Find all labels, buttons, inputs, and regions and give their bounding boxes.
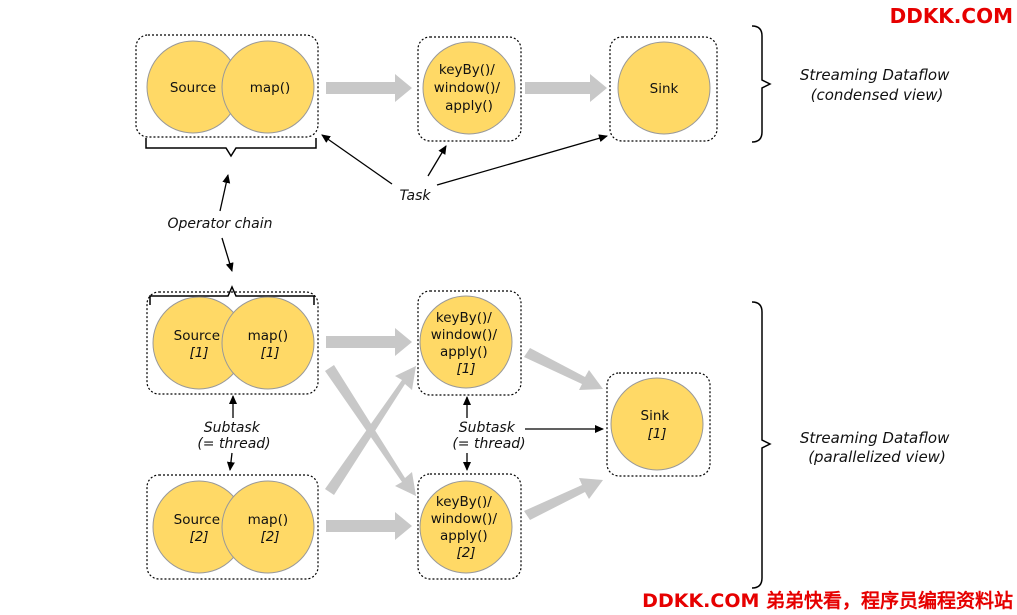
flow-arrow-map1-to-keyby1 [326, 328, 412, 356]
keyby-2-label: keyBy()/ window()/ apply() [2] [431, 494, 502, 561]
parallelized-view-bracket [751, 301, 772, 589]
keyby-2-node [419, 480, 513, 574]
task-box-sink [609, 36, 718, 142]
condensed-view-bracket [751, 25, 772, 143]
operator-chain-pointer-up [219, 174, 231, 212]
watermark-top: DDKK.COM [889, 4, 1013, 28]
annotations: Task Operator chain [167, 134, 608, 272]
source-2-label: Source [2] [174, 512, 225, 545]
task-pointer-3 [436, 134, 608, 186]
subtask-left-pointer-down [226, 452, 235, 471]
subtask-label-middle: Subtask (= thread) [452, 420, 525, 452]
keyby-1-node [419, 295, 513, 389]
flow-arrow-map2-to-keyby2 [326, 512, 412, 540]
map-2-label: map() [2] [248, 512, 293, 545]
condensed-view: Source map() keyBy()/ window()/ apply() … [135, 25, 954, 158]
parallelized-view-label: Streaming Dataflow (parallelized view) [800, 429, 954, 466]
flow-arrow-keyby2-to-sink [524, 478, 603, 520]
sink-node [617, 41, 711, 135]
sink-1-node [610, 377, 704, 471]
subtask-box-sink-1 [606, 372, 711, 477]
map-1-label: map() [1] [248, 328, 293, 361]
subtask-box-source-map-1 [146, 291, 319, 395]
operator-chain-pointer-down [221, 237, 234, 272]
keyby-1-label: keyBy()/ window()/ apply() [1] [431, 310, 502, 377]
map-2-node [221, 480, 315, 574]
map-1-node [221, 296, 315, 390]
keyby-node [422, 41, 516, 135]
subtask-box-source-map-2 [146, 474, 319, 580]
flow-arrow-map2-to-keyby1 [325, 366, 416, 495]
sink-label: Sink [650, 81, 679, 97]
flow-arrow-keyby-to-sink [525, 74, 607, 102]
watermark-bottom: DDKK.COM 弟弟快看，程序员编程资料站 [642, 590, 1013, 612]
sink-1-label: Sink [1] [641, 408, 674, 442]
keyby-label: keyBy()/ window()/ apply() [434, 62, 505, 114]
parallelized-view: Source [1] map() [1] keyBy()/ window()/ … [146, 285, 954, 589]
task-label: Task [399, 188, 431, 204]
operator-chain-label: Operator chain [167, 216, 272, 232]
task-pointer-1 [321, 134, 393, 185]
subtask-label-left: Subtask (= thread) [197, 420, 270, 452]
subtask-box-keyby-2 [417, 473, 522, 580]
operator-chain-brace [145, 138, 317, 158]
condensed-view-label: Streaming Dataflow (condensed view) [800, 66, 954, 104]
task-box-source-map [135, 34, 319, 138]
task-box-keyby [417, 36, 522, 142]
task-pointer-2 [427, 145, 447, 177]
map-node [221, 40, 315, 134]
source-label: Source [170, 80, 216, 96]
flow-arrow-map-to-keyby [326, 74, 412, 102]
subtask-box-keyby-1 [417, 290, 522, 396]
source-1-label: Source [1] [174, 328, 225, 361]
flow-arrow-keyby1-to-sink [524, 348, 603, 390]
operator-chain-brace-top [149, 285, 315, 305]
map-label: map() [250, 80, 291, 96]
